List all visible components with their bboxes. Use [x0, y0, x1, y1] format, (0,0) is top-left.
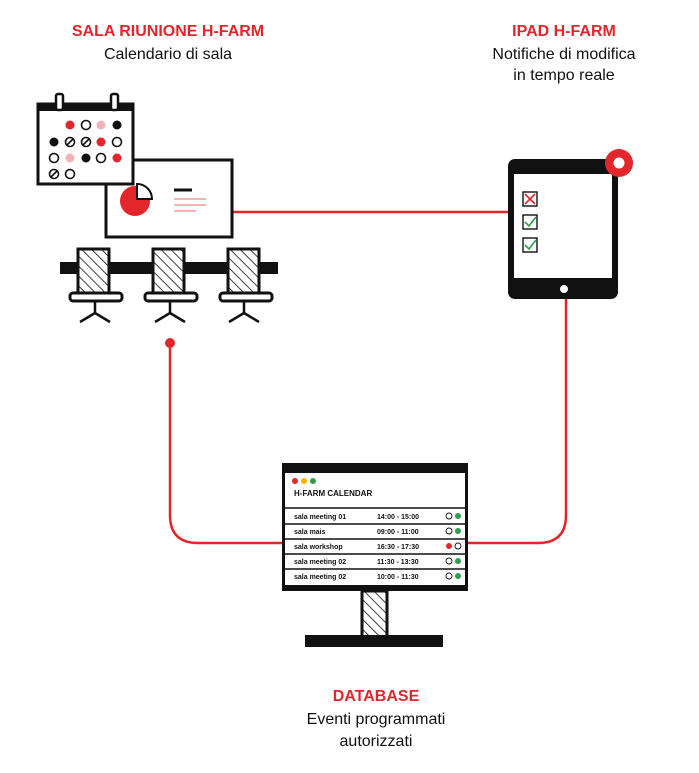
calendar-row-time: 09:00 - 11:00: [377, 529, 419, 536]
database-subtitle-line1: Eventi programmati: [307, 711, 446, 728]
calendar-row-time: 10:00 - 11:30: [377, 574, 419, 581]
room-title: SALA RIUNIONE H-FARM: [72, 23, 264, 40]
ipad-home-button: [560, 285, 568, 293]
calendar-row-room: sala workshop: [294, 544, 343, 551]
ipad-to-database-connector: [468, 298, 568, 545]
database-subtitle-line2: autorizzati: [340, 733, 413, 750]
connectors: [168, 210, 568, 545]
calendar-row-room: sala meeting 01: [294, 514, 346, 521]
calendar-row-time: 14:00 - 15:00: [377, 514, 419, 521]
calendar-app-title: H-FARM CALENDAR: [294, 489, 372, 498]
chair-icon: [218, 247, 274, 324]
window-close-dot: [292, 478, 298, 484]
status-dot-empty: [445, 572, 453, 580]
calendar-row-room: sala meeting 02: [294, 574, 346, 581]
room-subtitle: Calendario di sala: [104, 46, 232, 63]
status-dot-green: [455, 513, 461, 519]
status-dot-empty: [454, 542, 462, 550]
window-zoom-dot: [310, 478, 316, 484]
meeting-table-icon: [60, 247, 278, 324]
database-monitor-icon: H-FARM CALENDAR sala meeting 01 14:00 - …: [282, 463, 468, 647]
status-dot-empty: [445, 527, 453, 535]
ipad-icon: [508, 149, 633, 299]
calendar-row-time: 11:30 - 13:30: [377, 559, 419, 566]
room-connector-dot: [165, 338, 175, 348]
status-dot-empty: [445, 557, 453, 565]
wall-calendar-icon: [36, 92, 135, 186]
ipad-title: IPAD H-FARM: [512, 23, 616, 40]
chair-icon: [68, 247, 124, 324]
status-dot-red: [446, 543, 452, 549]
room-to-database-connector: [168, 343, 282, 545]
ipad-subtitle-line1: Notifiche di modifica: [492, 46, 635, 63]
status-dot-green: [455, 528, 461, 534]
database-title: DATABASE: [333, 688, 420, 705]
calendar-row-room: sala mais: [294, 529, 326, 536]
ipad-subtitle-line2: in tempo reale: [513, 67, 614, 84]
window-minimize-dot: [301, 478, 307, 484]
chair-icon: [143, 247, 199, 324]
monitor-base: [305, 635, 443, 647]
calendar-row-time: 16:30 - 17:30: [377, 544, 419, 551]
status-dot-green: [455, 573, 461, 579]
monitor-stand: [360, 589, 389, 639]
calendar-row-room: sala meeting 02: [294, 559, 346, 566]
status-dot-green: [455, 558, 461, 564]
status-dot-empty: [445, 512, 453, 520]
